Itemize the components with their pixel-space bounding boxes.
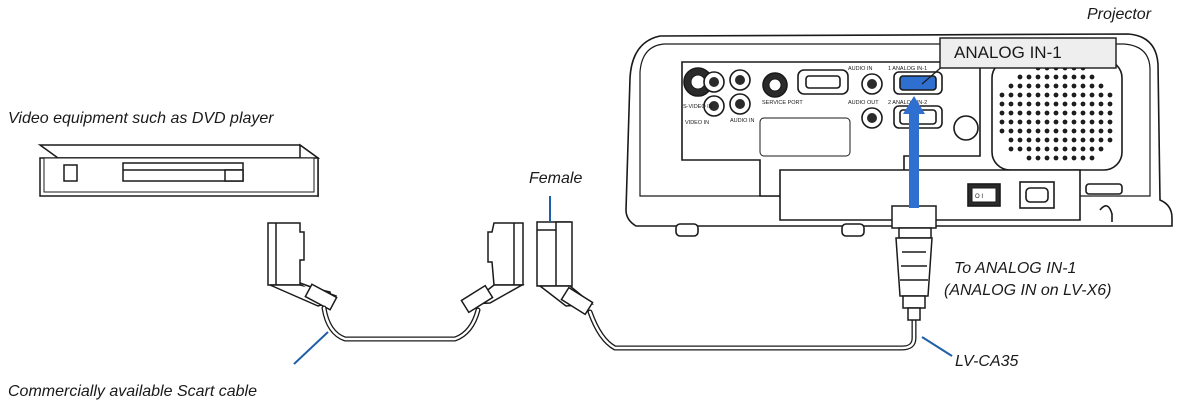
- audio-in-left-label: AUDIO IN: [730, 118, 754, 124]
- video-equipment-label: Video equipment such as DVD player: [8, 110, 274, 127]
- audio-out-label: AUDIO OUT: [848, 100, 879, 106]
- to-analog-label-line2: (ANALOG IN on LV-X6): [944, 282, 1112, 299]
- scart-plug-middle: [460, 222, 525, 314]
- analog-callout-text: ANALOG IN-1: [954, 43, 1062, 62]
- service-port-label: SERVICE PORT: [762, 100, 803, 106]
- switch-label: O I: [975, 194, 983, 200]
- scart-cable-label: Commercially available Scart cable: [8, 383, 257, 400]
- female-label: Female: [529, 170, 583, 187]
- lv-ca35-label: LV-CA35: [955, 353, 1019, 370]
- dvd-player: [37, 143, 321, 198]
- s-video-in-label: S-VIDEO IN: [683, 104, 713, 110]
- speaker-grille: [999, 65, 1113, 161]
- scart-plug-left: [267, 222, 338, 311]
- analog-in-1-label: 1 ANALOG IN-1: [888, 66, 927, 72]
- projector-label: Projector: [1087, 6, 1152, 23]
- leader-lines: [293, 196, 953, 365]
- audio-in-label: AUDIO IN: [848, 66, 872, 72]
- projector: [625, 33, 1173, 237]
- lv-ca35-cable: [587, 309, 917, 351]
- panel-labels: S-VIDEO IN VIDEO IN AUDIO IN SERVICE POR…: [683, 66, 983, 200]
- scart-plug-female: [536, 221, 594, 316]
- video-in-label: VIDEO IN: [685, 120, 709, 126]
- insert-arrow: [903, 96, 925, 208]
- scart-cable: [321, 305, 481, 342]
- analog-in-2-label: 2 ANALOG IN-2: [888, 100, 927, 106]
- vga-plug: [891, 205, 937, 321]
- to-analog-label-line1: To ANALOG IN-1: [954, 260, 1077, 277]
- analog-callout: [921, 37, 1117, 85]
